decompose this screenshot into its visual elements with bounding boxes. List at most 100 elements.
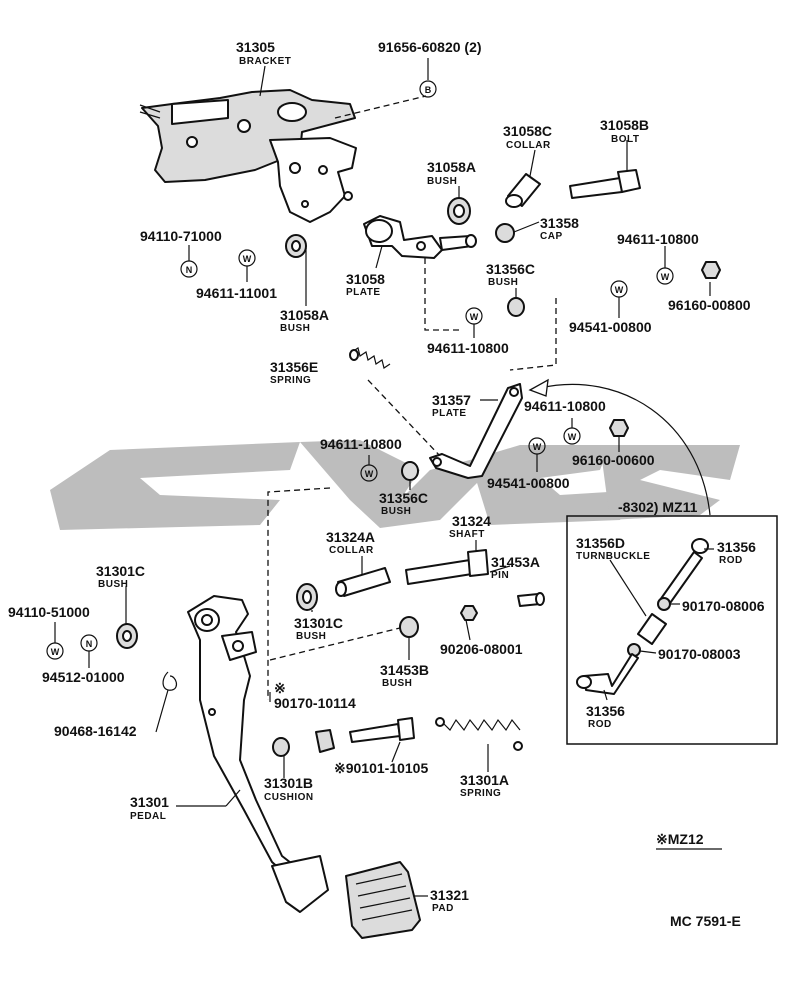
sub-plate-b: PLATE [432, 408, 467, 419]
nut-90170-10114 [315, 729, 335, 753]
label-31058b: 31058B [600, 117, 649, 133]
label-31324a: 31324A [326, 529, 375, 545]
footnote: ※MZ12 [656, 831, 704, 847]
collar-31058c [505, 173, 541, 208]
sub-bush-a: BUSH [427, 176, 457, 187]
symbol-b: B [419, 80, 437, 98]
plate-31357 [429, 383, 523, 479]
sub-bush-c: BUSH [488, 277, 518, 288]
label-90206-08001: 90206-08001 [440, 641, 523, 657]
bush-31453b [399, 616, 419, 638]
inset-nut-upper [657, 597, 671, 611]
label-94110-51000: 94110-51000 [8, 604, 90, 620]
label-94541-00800-b: 94541-00800 [487, 475, 570, 491]
label-31058: 31058 [346, 271, 385, 287]
label-94611-10800-d: 94611-10800 [320, 436, 402, 452]
label-90170-10114: 90170-10114 [274, 695, 356, 711]
symbol-w-94611-11001: W [238, 249, 256, 267]
cushion-31301b [272, 737, 290, 757]
bush-31058a-lower [285, 234, 307, 258]
svg-text:W: W [615, 285, 624, 295]
bush-31301c-mid [296, 583, 318, 611]
sub-bolt: BOLT [611, 134, 639, 145]
shaft-31324 [405, 549, 489, 585]
bush-31356c-upper [507, 297, 525, 317]
label-31356-upper: 31356 [717, 539, 756, 555]
inset-rod-lower [576, 653, 639, 695]
sub-rod-a: ROD [719, 555, 743, 566]
label-94512-01000: 94512-01000 [42, 669, 125, 685]
bolt-31058b [569, 169, 641, 199]
symbol-w-94611-10800-b: W [465, 307, 483, 325]
label-31356-lower: 31356 [586, 703, 625, 719]
svg-text:W: W [470, 312, 479, 322]
label-90170-08006: 90170-08006 [682, 598, 765, 614]
sub-bush-f: BUSH [296, 631, 326, 642]
sub-bush-b: BUSH [280, 323, 310, 334]
nut-90206-08001 [460, 605, 478, 621]
sub-bracket: BRACKET [239, 56, 291, 67]
sub-spring-b: SPRING [460, 788, 501, 799]
label-31305: 31305 [236, 39, 275, 55]
label-31301c-left: 31301C [96, 563, 145, 579]
label-94611-10800-a: 94611-10800 [617, 231, 699, 247]
label-31356c-lower: 31356C [379, 490, 428, 506]
label-94611-10800-b: 94611-10800 [427, 340, 509, 356]
symbol-n-94110-71000: N [180, 260, 198, 278]
sub-pedal: PEDAL [130, 811, 166, 822]
sub-rod-b: ROD [588, 719, 612, 730]
svg-text:N: N [86, 639, 93, 649]
figure-code: MC 7591-E [670, 913, 741, 929]
label-90468-16142: 90468-16142 [54, 723, 137, 739]
label-94541-00800-a: 94541-00800 [569, 319, 652, 335]
sub-plate-a: PLATE [346, 287, 381, 298]
label-31453b: 31453B [380, 662, 429, 678]
label-31058a-upper: 31058A [427, 159, 476, 175]
label-96160-00800: 96160-00800 [668, 297, 751, 313]
plate-31058 [363, 215, 477, 259]
svg-text:W: W [365, 469, 374, 479]
sub-pad: PAD [432, 903, 454, 914]
sub-cap: CAP [540, 231, 563, 242]
watermark-logo [50, 440, 740, 530]
svg-text:B: B [425, 85, 432, 95]
sub-collar-b: COLLAR [329, 545, 374, 556]
collar-31324a [335, 567, 391, 597]
nut-96160-00600 [609, 419, 629, 437]
sub-bush-d: BUSH [381, 506, 411, 517]
label-31358: 31358 [540, 215, 579, 231]
inset-turnbuckle [637, 613, 667, 645]
label-31356e: 31356E [270, 359, 318, 375]
symbol-w-94611-10800-c: W [563, 427, 581, 445]
sub-bush-e: BUSH [98, 579, 128, 590]
label-31058c: 31058C [503, 123, 552, 139]
mark-90170-10114: ※ [274, 680, 286, 696]
label-94611-11001: 94611-11001 [196, 285, 277, 301]
label-31453a: 31453A [491, 554, 540, 570]
label-31321: 31321 [430, 887, 469, 903]
label-91656-60820: 91656-60820 (2) [378, 39, 482, 55]
symbol-w-94611-10800-a: W [656, 267, 674, 285]
nut-96160-00800 [701, 261, 721, 279]
inset-box [566, 515, 778, 745]
label-31324: 31324 [452, 513, 491, 529]
svg-text:W: W [568, 432, 577, 442]
label-31301a: 31301A [460, 772, 509, 788]
sub-bush-g: BUSH [382, 678, 412, 689]
bracket-assembly [139, 89, 357, 223]
bolt-90101-10105 [349, 717, 415, 743]
label-31058a-lower: 31058A [280, 307, 329, 323]
spring-31301a [435, 717, 523, 751]
label-31357: 31357 [432, 392, 471, 408]
symbol-w-94541-00800-a: W [610, 280, 628, 298]
label-90170-08003: 90170-08003 [658, 646, 741, 662]
inset-rod-upper [659, 538, 709, 607]
label-31356c-upper: 31356C [486, 261, 535, 277]
svg-text:W: W [243, 254, 252, 264]
sub-pin: PIN [491, 570, 509, 581]
svg-text:N: N [186, 265, 193, 275]
labels: 31305 BRACKET 91656-60820 (2) 31058C COL… [8, 39, 765, 929]
label-31301b: 31301B [264, 775, 313, 791]
label-94110-71000: 94110-71000 [140, 228, 222, 244]
